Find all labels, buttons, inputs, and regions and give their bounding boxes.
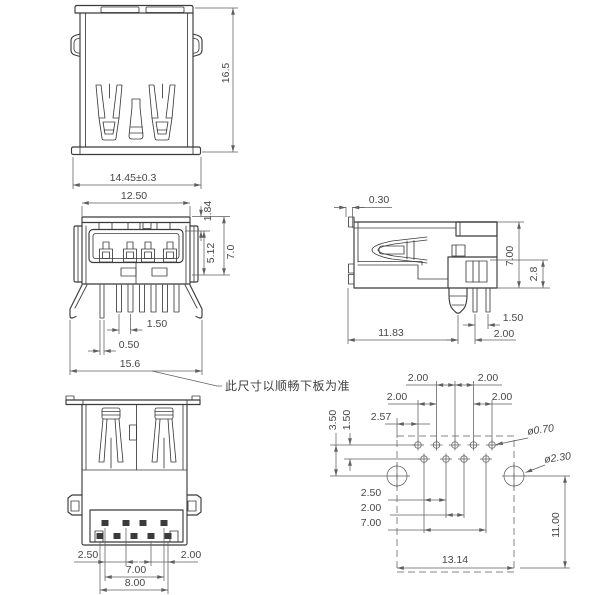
dim-label-width-14-45: 14.45±0.3 bbox=[110, 172, 157, 184]
dim-width: 14.45±0.3 bbox=[72, 157, 202, 189]
contact-block-side bbox=[357, 244, 498, 289]
dim-top-lip: 1.84 bbox=[185, 201, 230, 241]
dim-label-2-8: 2.8 bbox=[528, 267, 540, 282]
dim-front-lip: 0.30 bbox=[334, 194, 392, 228]
dim-label-0-30: 0.30 bbox=[369, 194, 390, 206]
dim-label-2-57: 2.57 bbox=[371, 411, 392, 423]
dim-label-7-00-side: 7.00 bbox=[504, 246, 516, 267]
dim-base-height: 2.8 bbox=[490, 259, 548, 288]
dim-label-0-50: 0.50 bbox=[119, 339, 140, 351]
view-footprint: 2.00 2.00 2.00 2.00 2.57 3.50 1.50 ø0.70 bbox=[327, 372, 572, 573]
dim-opening: 5.12 bbox=[192, 231, 230, 276]
dim-label-r2-span: 7.00 bbox=[361, 517, 382, 529]
dim-label-12-50: 12.50 bbox=[121, 190, 147, 202]
callout-mount-hole: ø2.30 bbox=[525, 450, 572, 473]
dim-overall-width: 15.6 bbox=[69, 320, 203, 375]
view-top-exterior: 16.5 14.45±0.3 bbox=[70, 4, 238, 189]
dim-label-r2-p12: 2.50 bbox=[361, 487, 382, 499]
dim-label-15-6: 15.6 bbox=[120, 358, 141, 370]
dim-shell-height: 7.0 bbox=[222, 216, 237, 275]
note-leader: 此尺寸以顺畅下板为准 bbox=[151, 370, 350, 393]
view-side: 0.30 7.00 2.8 1.50 2.00 11.83 bbox=[334, 194, 550, 344]
dim-label-1-50-side: 1.50 bbox=[503, 312, 524, 324]
dim-label-7-0: 7.0 bbox=[225, 245, 237, 260]
latch-bottom-left bbox=[98, 407, 124, 469]
shell-bottom-view bbox=[65, 395, 201, 546]
dim-label-7-00-bottom: 7.00 bbox=[126, 564, 147, 576]
side-wings-bottom bbox=[67, 494, 202, 516]
note-text: 此尺寸以顺畅下板为准 bbox=[225, 379, 350, 393]
dims-row1-upper: 2.00 2.00 2.00 2.00 bbox=[387, 372, 513, 441]
mounting-peg bbox=[448, 287, 468, 314]
dim-label-5-12: 5.12 bbox=[205, 243, 217, 264]
dim-row-gap: 1.50 bbox=[341, 410, 353, 471]
dim-pin-pitch-front: 1.50 bbox=[107, 314, 167, 334]
dim-label-pin-hole-dia: ø0.70 bbox=[526, 422, 554, 438]
shell-front bbox=[73, 216, 199, 285]
dim-mount-span: 13.14 bbox=[397, 554, 514, 570]
dim-pitch-b: 2.00 bbox=[139, 541, 201, 594]
dim-label-r1-p12: 2.00 bbox=[387, 391, 408, 403]
shell-legs bbox=[69, 284, 203, 319]
dim-label-11-83: 11.83 bbox=[378, 327, 404, 339]
dim-label-3-50: 3.50 bbox=[327, 410, 339, 431]
pins-front bbox=[99, 284, 180, 319]
dim-edge-offset: 2.57 bbox=[371, 411, 430, 438]
dim-pitch-a: 2.50 bbox=[74, 528, 138, 581]
mounting-holes bbox=[330, 464, 526, 488]
pin-holes-row1 bbox=[330, 439, 498, 451]
pins-side bbox=[472, 287, 491, 313]
dim-label-1-50-footprint: 1.50 bbox=[341, 410, 353, 431]
callout-pin-hole: ø0.70 bbox=[495, 422, 555, 445]
dim-label-8-00-bottom: 8.00 bbox=[125, 577, 146, 589]
board-outline bbox=[396, 435, 515, 573]
dim-span-back: 8.00 bbox=[99, 541, 168, 594]
terminal-plate bbox=[89, 509, 184, 543]
dim-depth: 11.83 bbox=[347, 288, 458, 344]
dim-label-height-16-5: 16.5 bbox=[220, 63, 232, 84]
dim-label-2-00-bottom: 2.00 bbox=[181, 549, 202, 561]
view-front: 12.50 1.84 5.12 7.0 1.50 0.50 bbox=[69, 190, 350, 393]
dim-label-2-50-bottom: 2.50 bbox=[78, 549, 99, 561]
dim-shell-width: 12.50 bbox=[81, 190, 191, 216]
contacts bbox=[99, 241, 177, 263]
dim-label-r1-p34: 2.00 bbox=[478, 372, 499, 384]
dim-side-height: 7.00 bbox=[497, 221, 550, 289]
dim-label-r1-p45: 2.00 bbox=[492, 391, 513, 403]
center-tongue bbox=[128, 98, 144, 140]
view-bottom: 2.50 2.00 7.00 8.00 bbox=[65, 395, 202, 594]
dim-span-front: 7.00 bbox=[105, 528, 165, 581]
dim-label-13-14: 13.14 bbox=[442, 554, 468, 566]
dim-label-1-50-front: 1.50 bbox=[147, 318, 168, 330]
dim-label-r1-p23: 2.00 bbox=[408, 372, 429, 384]
dim-label-2-00-side: 2.00 bbox=[494, 328, 515, 340]
dim-label-r2-p23: 2.00 bbox=[361, 502, 382, 514]
dims-row2-lower: 2.50 2.00 7.00 bbox=[361, 463, 487, 533]
dim-pin-pitch-side: 1.50 bbox=[463, 312, 523, 329]
dim-label-1-84: 1.84 bbox=[202, 201, 214, 222]
dim-height: 16.5 bbox=[195, 7, 238, 153]
shell-outline bbox=[70, 4, 203, 156]
dim-label-11-00: 11.00 bbox=[550, 512, 562, 538]
dim-label-mount-hole-dia: ø2.30 bbox=[543, 450, 571, 466]
dim-edge-height: 11.00 bbox=[520, 475, 570, 569]
latch-spring-right bbox=[148, 83, 176, 141]
pin-holes-row2 bbox=[344, 453, 492, 465]
dim-mount-offset: 3.50 bbox=[327, 410, 339, 476]
latch-spring-left bbox=[95, 83, 123, 141]
latch-spring-side bbox=[371, 236, 428, 264]
dim-pin-width: 0.50 bbox=[88, 320, 139, 355]
shell-side bbox=[348, 216, 498, 289]
latch-bottom-right bbox=[151, 407, 177, 469]
